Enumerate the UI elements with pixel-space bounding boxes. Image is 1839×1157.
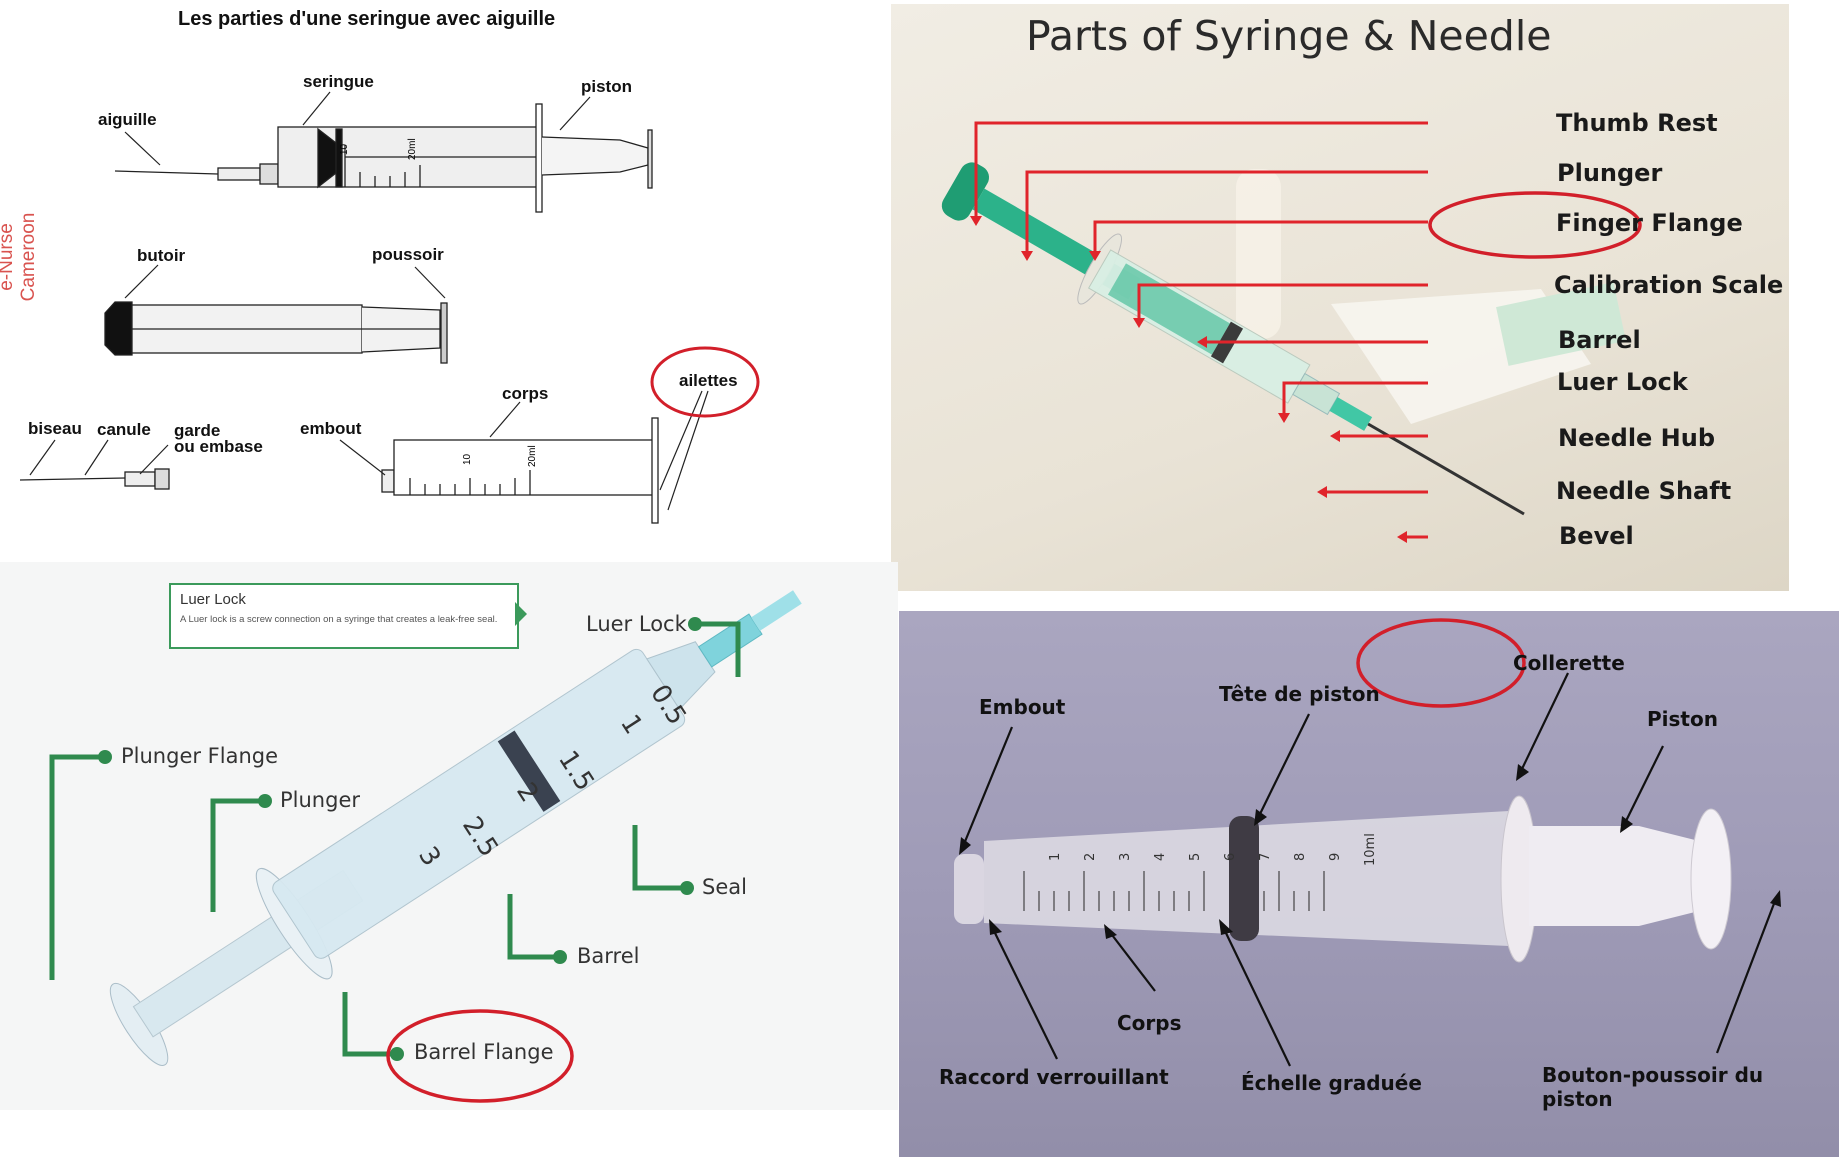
label-plunger: Plunger bbox=[1557, 159, 1663, 187]
green-syringe-photo bbox=[941, 121, 1642, 543]
label-calibration-scale: Calibration Scale bbox=[1554, 271, 1784, 299]
label-embout: Embout bbox=[979, 695, 1066, 719]
scale-tick-7: 7 bbox=[1258, 853, 1273, 861]
scale-tick-10ml: 10ml bbox=[1363, 833, 1378, 866]
label-seringue: seringue bbox=[303, 72, 374, 91]
label-corps: Corps bbox=[1117, 1011, 1182, 1035]
luer-lock-panel: Luer Lock A Luer lock is a screw connect… bbox=[0, 562, 898, 1110]
label-piston: Piston bbox=[1647, 707, 1718, 731]
label-biseau: biseau bbox=[28, 419, 82, 438]
fr-scale-10: 10 bbox=[339, 143, 350, 155]
label-bouton-poussoir: Bouton-poussoir du piston bbox=[1542, 1063, 1764, 1111]
label-barrel: Barrel bbox=[577, 944, 640, 968]
label-canule: canule bbox=[97, 420, 151, 439]
label-butoir: butoir bbox=[137, 246, 186, 265]
clear-syringe-illustration bbox=[49, 590, 802, 1103]
french-syringe-drawing: 10 20ml 10 20ml bbox=[19, 91, 760, 524]
translucent-syringe-photo: 1 2 3 4 5 6 7 8 9 10ml bbox=[954, 618, 1781, 1067]
french-diagram-title: Les parties d'une seringue avec aiguille bbox=[178, 8, 556, 30]
label-seal: Seal bbox=[702, 875, 747, 899]
label-ailettes: ailettes bbox=[679, 371, 738, 390]
label-barrel-flange: Barrel Flange bbox=[414, 1040, 554, 1064]
ailettes-highlight-circle bbox=[650, 346, 760, 418]
french-diagram-panel: Les parties d'une seringue avec aiguille… bbox=[0, 0, 900, 560]
fr-scale-20ml-b: 20ml bbox=[527, 445, 538, 467]
label-garde: garde bbox=[174, 421, 221, 440]
french-photo-panel: 1 2 3 4 5 6 7 8 9 10ml Embout Tête de pi… bbox=[899, 611, 1839, 1157]
label-plunger-flange: Plunger Flange bbox=[121, 744, 279, 768]
scale-tick-2: 2 bbox=[1083, 853, 1098, 861]
scale-tick-5: 5 bbox=[1188, 853, 1203, 861]
label-needle-shaft: Needle Shaft bbox=[1556, 477, 1732, 505]
label-tete-de-piston: Tête de piston bbox=[1219, 682, 1380, 706]
scale-tick-6: 6 bbox=[1223, 853, 1238, 861]
scale-tick-8: 8 bbox=[1293, 853, 1308, 861]
label-aiguille: aiguille bbox=[98, 110, 157, 129]
finger-flange-highlight-circle bbox=[1428, 191, 1642, 259]
label-ou-embase: ou embase bbox=[174, 437, 263, 456]
label-raccord-verrouillant: Raccord verrouillant bbox=[939, 1065, 1169, 1089]
label-bevel: Bevel bbox=[1559, 522, 1634, 550]
label-thumb-rest: Thumb Rest bbox=[1556, 109, 1718, 137]
label-luer-lock: Luer Lock bbox=[1557, 368, 1688, 396]
english-photo-title: Parts of Syringe & Needle bbox=[1026, 12, 1552, 60]
label-corps: corps bbox=[502, 384, 549, 403]
luer-lock-box-description: A Luer lock is a screw connection on a s… bbox=[180, 614, 498, 625]
label-barrel: Barrel bbox=[1558, 326, 1641, 354]
english-photo-panel: Parts of Syringe & Needle bbox=[891, 4, 1789, 591]
scale-tick-9: 9 bbox=[1328, 853, 1343, 861]
label-collerette: Collerette bbox=[1513, 651, 1625, 675]
fr-scale-20ml: 20ml bbox=[407, 138, 418, 160]
label-needle-hub: Needle Hub bbox=[1558, 424, 1716, 452]
scale-tick-3: 3 bbox=[1118, 853, 1133, 861]
collerette-highlight-circle bbox=[1356, 618, 1526, 708]
label-poussoir: poussoir bbox=[372, 245, 444, 264]
label-luer-lock: Luer Lock bbox=[586, 612, 687, 636]
label-finger-flange: Finger Flange bbox=[1556, 209, 1743, 237]
label-plunger: Plunger bbox=[280, 788, 361, 812]
barrel-flange-highlight-circle bbox=[386, 1009, 574, 1103]
luer-lock-box-title: Luer Lock bbox=[180, 591, 246, 608]
scale-tick-4: 4 bbox=[1153, 853, 1168, 861]
scale-tick-1: 1 bbox=[1048, 853, 1063, 861]
label-piston: piston bbox=[581, 77, 632, 96]
fr-scale-10-b: 10 bbox=[462, 453, 473, 465]
label-embout: embout bbox=[300, 419, 362, 438]
label-echelle-graduee: Échelle graduée bbox=[1241, 1071, 1422, 1095]
